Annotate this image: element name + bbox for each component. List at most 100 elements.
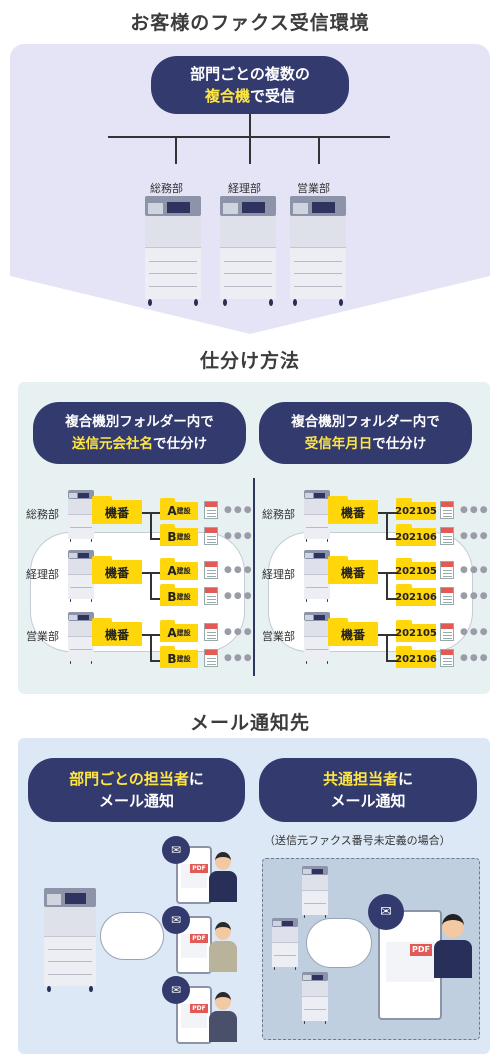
machine-folder: 機番: [328, 556, 378, 584]
company-letter: B: [167, 590, 177, 604]
branch-line: [386, 634, 388, 660]
pdf-file-icon: [204, 561, 218, 579]
pdf-file-icon: [440, 527, 454, 545]
dept-label: 総務部: [26, 508, 59, 521]
more-dots: ●●●: [224, 565, 254, 575]
dept-label: 経理部: [262, 568, 295, 581]
dept-label: 経理部: [228, 182, 261, 195]
date-label: 202106: [395, 591, 437, 603]
machine-folder: 機番: [92, 618, 142, 646]
sort-by-company-pill: 複合機別フォルダー内で 送信元会社名で仕分け: [33, 402, 246, 464]
person-icon: [208, 992, 238, 1042]
pill-highlight: 送信元会社名: [72, 436, 153, 452]
pdf-file-icon: [204, 501, 218, 519]
dept-label: 営業部: [297, 182, 330, 195]
branch-line: [386, 572, 388, 598]
branch-line: [142, 634, 150, 636]
pdf-file-icon: [440, 649, 454, 667]
pdf-file-icon: [440, 623, 454, 641]
mail-icon: ✉: [162, 906, 190, 934]
dept-label: 総務部: [262, 508, 295, 521]
branch-line: [142, 572, 150, 574]
machine-folder: 機番: [328, 496, 378, 524]
connector-line: [249, 136, 251, 164]
mfp-printer-icon: [68, 612, 94, 664]
undefined-fax-note: （送信元ファクス番号未定義の場合）: [264, 834, 451, 847]
branch-line: [386, 572, 396, 574]
mail-icon: ✉: [368, 894, 404, 930]
more-dots: ●●●: [460, 565, 490, 575]
mail-icon: ✉: [162, 836, 190, 864]
branch-line: [150, 598, 160, 600]
more-dots: ●●●: [224, 591, 254, 601]
section2-title: 仕分け方法: [199, 350, 300, 372]
pill-highlight: 部門ごとの担当者: [69, 770, 189, 788]
company-letter: B: [167, 652, 177, 666]
more-dots: ●●●: [460, 591, 490, 601]
column-divider: [253, 478, 255, 676]
company-letter: A: [167, 626, 177, 640]
date-folder: 202105: [395, 558, 437, 580]
more-dots: ●●●: [224, 627, 254, 637]
machine-label: 機番: [340, 627, 365, 642]
more-dots: ●●●: [460, 505, 490, 515]
branch-line: [150, 660, 160, 662]
pdf-file-icon: [204, 527, 218, 545]
pill-rest: で仕分け: [153, 436, 207, 452]
date-folder: 202106: [395, 646, 437, 668]
branch-line: [150, 538, 160, 540]
branch-line: [386, 512, 396, 514]
branch-line: [142, 512, 150, 514]
company-suffix: 建設: [176, 593, 191, 601]
pdf-label: PDF: [190, 1004, 208, 1013]
company-letter: B: [167, 530, 177, 544]
mfp-printer-icon: [68, 490, 94, 542]
dept-label: 営業部: [262, 630, 295, 643]
tablet-icon: PDF: [378, 910, 442, 1020]
pill-rest: で仕分け: [372, 436, 427, 452]
company-suffix: 建設: [176, 533, 191, 541]
machine-label: 機番: [340, 505, 365, 520]
pill-rest: で受信: [250, 87, 296, 105]
connector-line: [175, 136, 177, 164]
machine-folder: 機番: [92, 556, 142, 584]
date-label: 202106: [395, 531, 437, 543]
mfp-printer-icon: [220, 196, 276, 306]
person-icon: [208, 852, 238, 902]
dept-label: 総務部: [150, 182, 183, 195]
branch-line: [378, 572, 386, 574]
mfp-printer-icon: [302, 972, 328, 1024]
cloud-icon: [100, 912, 164, 960]
common-notify-pill: 共通担当者に メール通知: [259, 758, 477, 822]
pill-rest: に: [398, 770, 414, 788]
pill-highlight: 共通担当者: [322, 770, 398, 788]
branch-line: [150, 512, 160, 514]
pill-line1: 部門ごとの複数の: [190, 65, 310, 83]
cloud-icon: [306, 918, 372, 968]
machine-label: 機番: [104, 505, 129, 520]
mfp-printer-icon: [44, 888, 96, 992]
connector-line: [249, 114, 251, 136]
pdf-file-icon: [204, 649, 218, 667]
mfp-printer-icon: [290, 196, 346, 306]
pill-line2: メール通知: [98, 792, 174, 810]
mfp-printer-icon: [304, 490, 330, 542]
person-icon: [432, 914, 472, 978]
pill-line2: メール通知: [330, 792, 406, 810]
machine-label: 機番: [104, 565, 129, 580]
connector-line: [318, 136, 320, 164]
branch-line: [378, 634, 386, 636]
more-dots: ●●●: [224, 505, 254, 515]
section1-title: お客様のファクス受信環境: [130, 12, 370, 34]
pill-rest: に: [188, 770, 204, 788]
pdf-label: PDF: [410, 944, 432, 956]
branch-line: [378, 512, 386, 514]
pdf-file-icon: [440, 587, 454, 605]
machine-folder: 機番: [92, 496, 142, 524]
mfp-printer-icon: [302, 866, 328, 918]
date-label: 202106: [395, 653, 437, 665]
